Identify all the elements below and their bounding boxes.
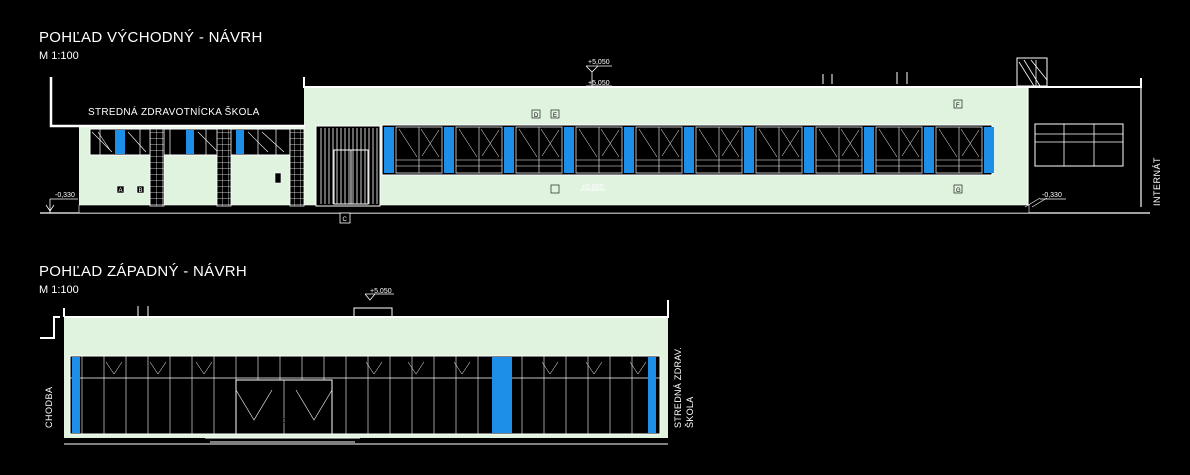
east-entrance [315,125,381,224]
east-low-wing-windows [89,128,291,156]
east-elevation: +5,050 +5,050 ±0,000 -0,330 -0,330 A B C… [40,57,1162,224]
level-left-label: -0,330 [55,192,75,199]
marker-b: B [139,188,143,194]
west-level-door-label: -0,040 [280,418,300,425]
east-ribbon-windows [381,124,994,176]
west-elevation-scale: M 1:100 [39,284,79,296]
level-top-label: +5,050 [588,59,610,66]
marker-a: A [119,188,123,194]
west-elevation: +5,050 -0,040 CHODBA STREDNÁ ZDRAV. ŠKOL… [40,288,695,445]
west-level-mark: +5,050 [364,288,394,301]
school-side-label-2: ŠKOLA [685,396,695,428]
east-elevation-title: POHĽAD VÝCHODNÝ - NÁVRH [39,29,263,46]
east-right-wing [1024,123,1124,208]
roof-chimney [1016,57,1048,87]
level-top-label-2: +5,050 [588,80,610,87]
level-zero-label: ±0,000 [582,184,603,191]
glass-block-column-1 [149,128,165,207]
marker-f: F [956,103,960,109]
glass-block-column-3 [289,128,305,207]
level-mark-left: -0,330 [45,192,78,213]
west-elevation-title: POHĽAD ZÁPADNÝ - NÁVRH [39,263,248,280]
marker-c: C [343,217,348,223]
internat-label: INTERNÁT [1152,157,1162,206]
section-markers: A B C D E F G [116,99,963,223]
west-curtain-wall [69,355,661,435]
level-mark-zero: ±0,000 [580,184,606,191]
level-right-label: -0,330 [1042,192,1062,199]
west-level-top-label: +5,050 [370,288,392,295]
chodba-label: CHODBA [44,386,54,428]
school-side-label-1: STREDNÁ ZDRAV. [673,347,683,428]
glass-block-column-2 [216,128,232,207]
east-elevation-scale: M 1:100 [39,50,79,62]
marker-d: D [534,113,539,119]
marker-e: E [553,113,557,119]
level-mark-right: -0,330 [1040,192,1066,200]
marker-g: G [956,188,961,194]
school-label: STREDNÁ ZDRAVOTNÍCKA ŠKOLA [88,105,260,118]
level-mark-top: +5,050 +5,050 [585,59,612,87]
